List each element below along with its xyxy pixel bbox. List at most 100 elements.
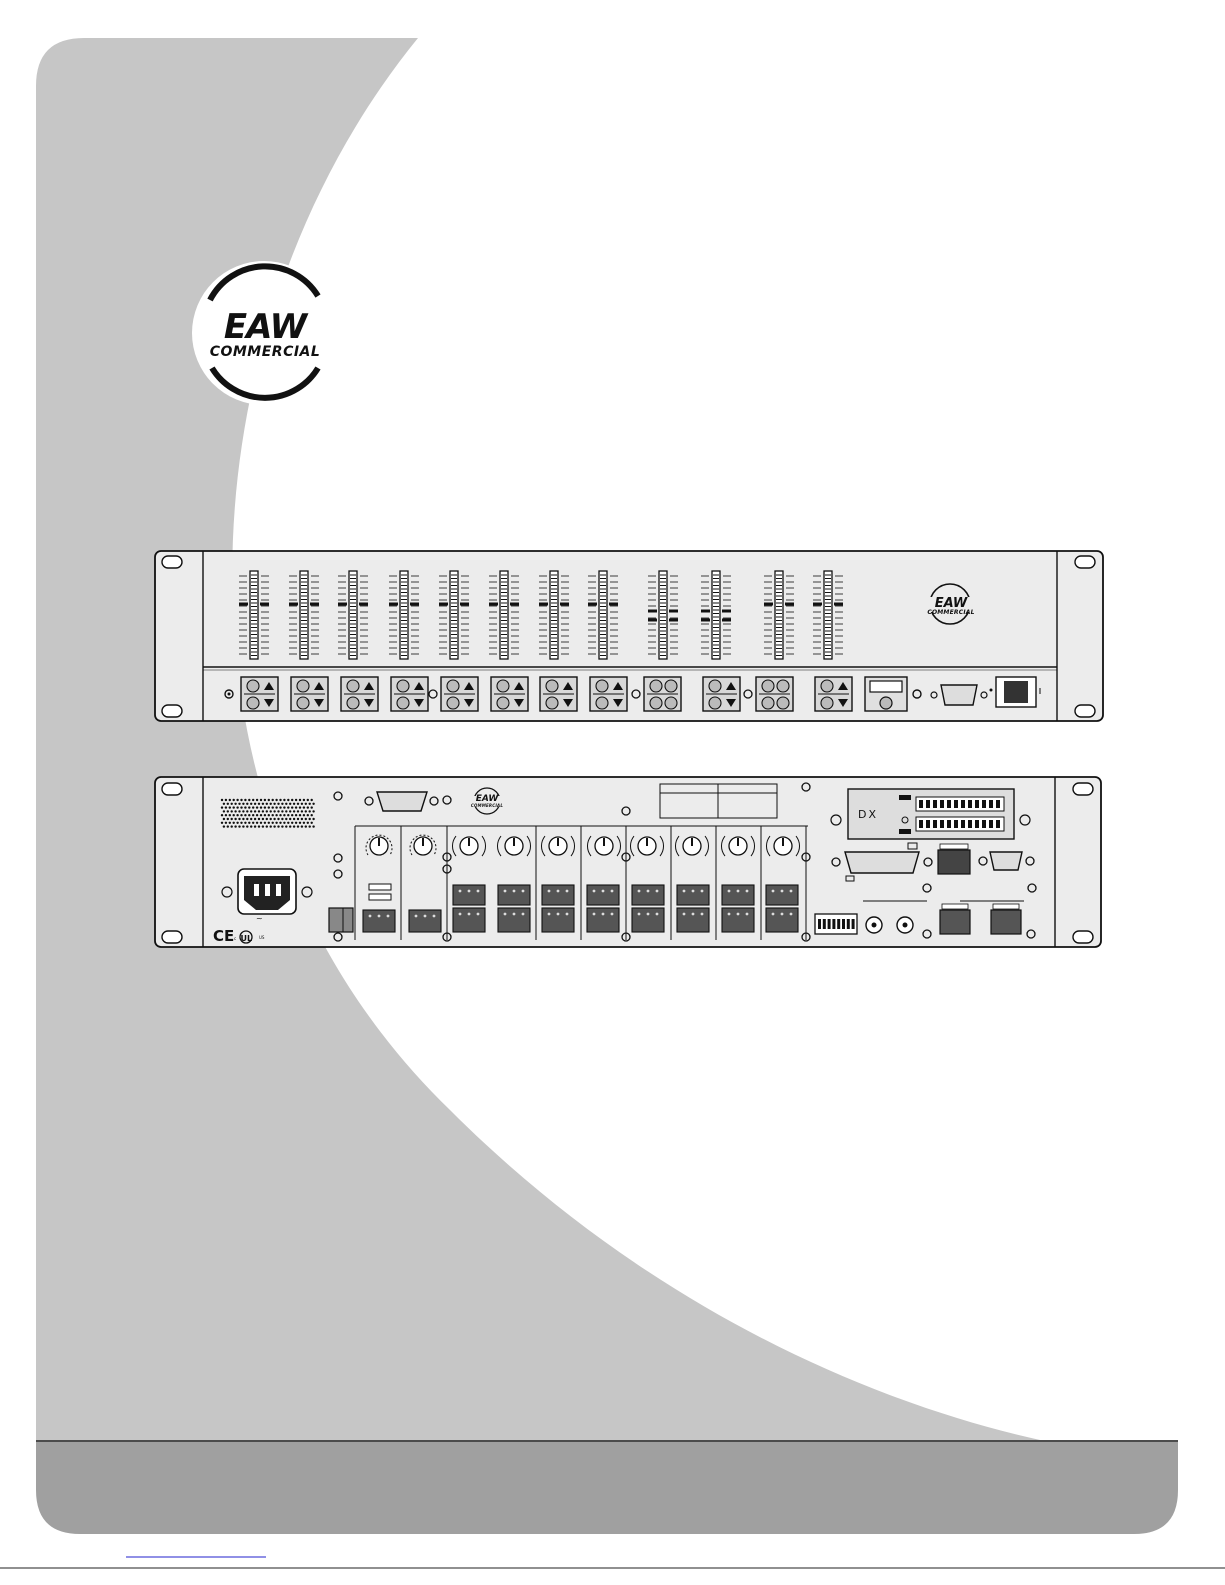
vent-hole xyxy=(221,806,223,808)
dx-pin xyxy=(940,820,944,828)
vent-hole xyxy=(307,822,309,824)
vent-hole xyxy=(268,799,270,801)
vent-hole xyxy=(312,825,314,827)
vent-hole xyxy=(266,825,268,827)
button-module xyxy=(644,677,681,711)
dx-pin xyxy=(982,800,986,808)
vent-hole xyxy=(233,799,235,801)
vent-hole xyxy=(303,822,305,824)
vent-hole xyxy=(295,799,297,801)
vent-hole xyxy=(305,810,307,812)
vent-hole xyxy=(289,818,291,820)
vent-hole xyxy=(301,818,303,820)
vent-hole xyxy=(264,822,266,824)
output-terminal xyxy=(587,885,619,932)
vent-hole xyxy=(252,799,254,801)
vent-hole xyxy=(277,810,279,812)
dx-pin xyxy=(996,800,1000,808)
vent-hole xyxy=(305,818,307,820)
vent-hole xyxy=(248,814,250,816)
vent-hole xyxy=(236,806,238,808)
dx-module-label: DX xyxy=(858,808,878,821)
vent-hole xyxy=(309,803,311,805)
vent-hole xyxy=(279,806,281,808)
vent-hole xyxy=(293,818,295,820)
dip-toggle xyxy=(852,919,855,929)
vent-hole xyxy=(236,822,238,824)
vent-hole xyxy=(312,818,314,820)
vent-hole xyxy=(227,825,229,827)
vent-hole xyxy=(289,803,291,805)
vent-hole xyxy=(281,818,283,820)
vent-hole xyxy=(311,806,313,808)
vent-hole xyxy=(250,818,252,820)
dx-pin xyxy=(940,800,944,808)
dx-pin xyxy=(919,800,923,808)
dip-toggle xyxy=(823,919,826,929)
vent-hole xyxy=(272,822,274,824)
dx-pin xyxy=(961,820,965,828)
vent-hole xyxy=(252,806,254,808)
vent-hole xyxy=(225,814,227,816)
vent-hole xyxy=(291,806,293,808)
vent-hole xyxy=(272,799,274,801)
vent-hole xyxy=(293,825,295,827)
output-terminal xyxy=(632,885,664,932)
footer-band xyxy=(36,1442,1178,1534)
vent-hole xyxy=(272,814,274,816)
vent-hole xyxy=(291,799,293,801)
vent-hole xyxy=(227,803,229,805)
vent-hole xyxy=(236,814,238,816)
vent-hole xyxy=(223,810,225,812)
vent-hole xyxy=(273,803,275,805)
vent-hole xyxy=(238,803,240,805)
vent-hole xyxy=(287,814,289,816)
vent-hole xyxy=(238,810,240,812)
vent-hole xyxy=(301,803,303,805)
vent-hole xyxy=(293,803,295,805)
vent-hole xyxy=(264,806,266,808)
vent-hole xyxy=(309,810,311,812)
vent-hole xyxy=(234,810,236,812)
vent-hole xyxy=(266,803,268,805)
vent-hole xyxy=(233,822,235,824)
vent-hole xyxy=(275,799,277,801)
input-terminal xyxy=(363,910,395,932)
dx-pin xyxy=(982,820,986,828)
vent-hole xyxy=(266,810,268,812)
vent-hole xyxy=(277,825,279,827)
vent-hole xyxy=(270,810,272,812)
mode-switch xyxy=(369,884,391,890)
input-terminal xyxy=(409,910,441,932)
vent-hole xyxy=(233,806,235,808)
vent-hole xyxy=(295,814,297,816)
vent-hole xyxy=(246,803,248,805)
rear-logo-subname: COMMERCIAL xyxy=(468,804,506,808)
vent-hole xyxy=(234,803,236,805)
vent-hole xyxy=(256,814,258,816)
front-panel-logo: EAW COMMERCIAL xyxy=(923,597,979,616)
rear-panel-logo: EAW COMMERCIAL xyxy=(468,795,506,808)
vent-hole xyxy=(268,822,270,824)
vent-hole xyxy=(295,822,297,824)
vent-hole xyxy=(299,799,301,801)
vent-hole xyxy=(289,810,291,812)
vent-hole xyxy=(262,810,264,812)
dx-pin xyxy=(919,820,923,828)
vent-hole xyxy=(240,822,242,824)
vent-hole xyxy=(225,806,227,808)
vent-hole xyxy=(311,822,313,824)
vent-hole xyxy=(291,822,293,824)
vent-hole xyxy=(307,806,309,808)
vent-hole xyxy=(297,803,299,805)
vent-hole xyxy=(246,810,248,812)
vent-hole xyxy=(240,799,242,801)
vent-hole xyxy=(248,799,250,801)
brand-logo: EAW COMMERCIAL xyxy=(192,310,338,360)
vent-hole xyxy=(273,810,275,812)
vent-hole xyxy=(240,814,242,816)
vent-hole xyxy=(268,806,270,808)
button-module xyxy=(441,677,478,711)
vent-hole xyxy=(285,810,287,812)
